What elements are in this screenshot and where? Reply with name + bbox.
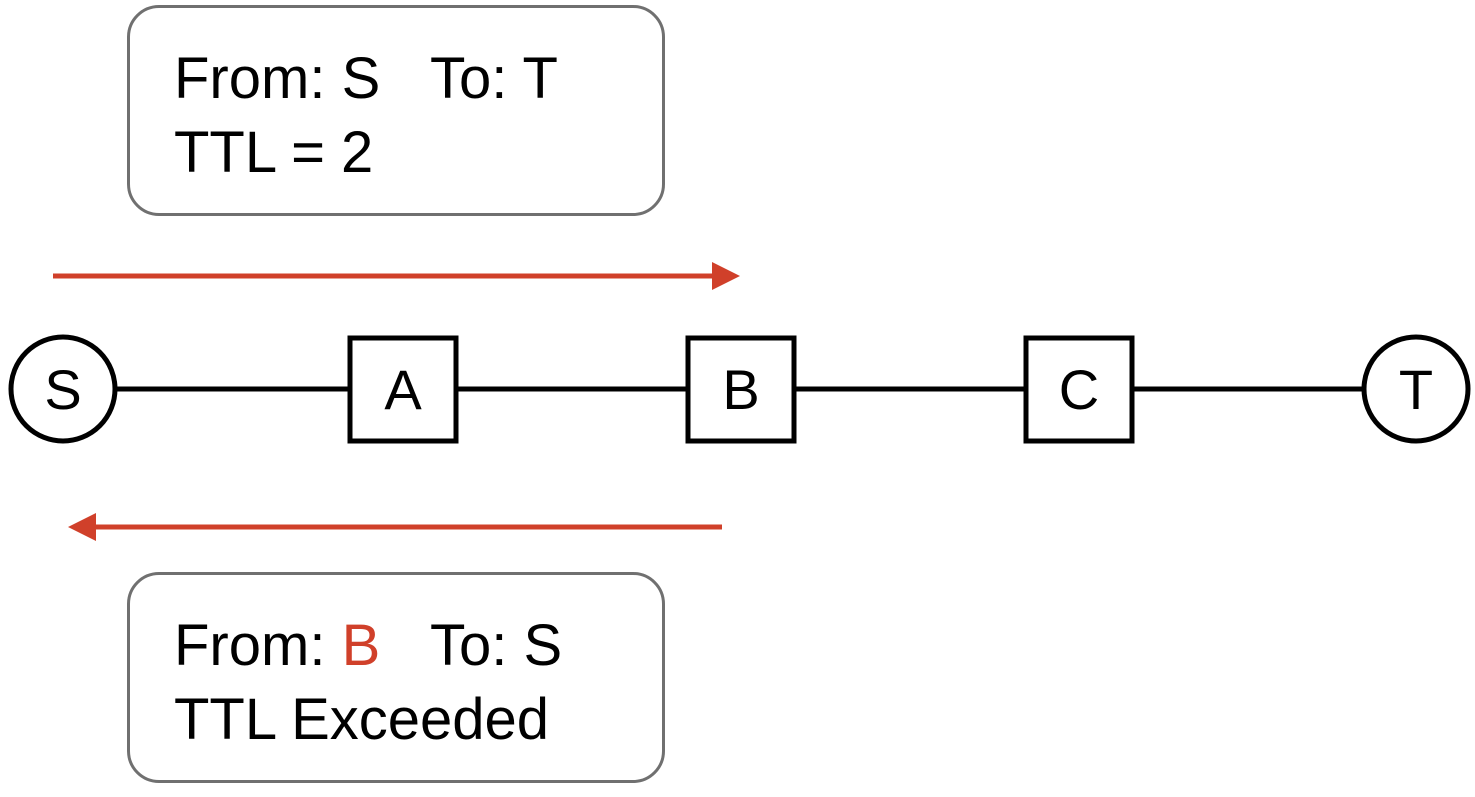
node-router-a-label: A	[384, 358, 422, 421]
node-source-label: S	[44, 358, 81, 421]
node-router-b: B	[685, 335, 797, 444]
response-packet-box: From: B To: S TTL Exceeded	[127, 572, 665, 783]
response-from-value: B	[341, 613, 381, 678]
return-arrow	[68, 513, 722, 541]
request-from-value: S	[341, 46, 381, 111]
request-ttl: TTL = 2	[174, 120, 374, 185]
response-to-value: S	[523, 613, 563, 678]
node-router-a: A	[347, 335, 459, 444]
request-to-line: To: T	[430, 50, 558, 108]
response-to-line: To: S	[430, 617, 562, 675]
forward-arrow	[53, 262, 740, 290]
node-router-b-label: B	[722, 358, 759, 421]
request-from-line: From: S	[174, 50, 380, 108]
response-from-label: From:	[174, 613, 326, 678]
node-target-label: T	[1399, 358, 1433, 421]
response-from-line: From: B	[174, 617, 380, 675]
request-from-label: From:	[174, 46, 326, 111]
node-router-c-label: C	[1059, 358, 1099, 421]
request-packet-box: From: S To: T TTL = 2	[127, 5, 665, 216]
response-to-label: To:	[430, 613, 508, 678]
node-source: S	[8, 334, 118, 444]
request-to-label: To:	[430, 46, 508, 111]
response-status: TTL Exceeded	[174, 687, 550, 752]
node-target: T	[1361, 334, 1471, 444]
request-to-value: T	[522, 46, 558, 111]
node-router-c: C	[1023, 335, 1135, 444]
